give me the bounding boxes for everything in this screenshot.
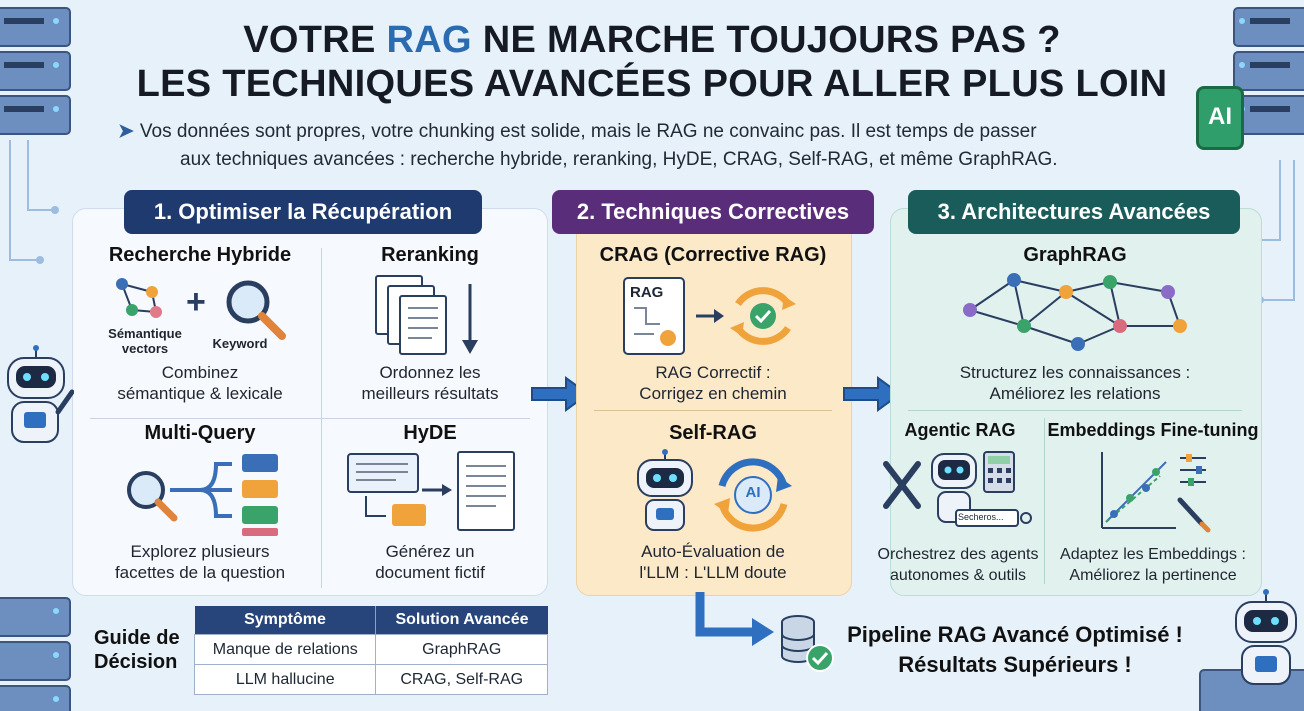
guide-label-line1: Guide de bbox=[94, 627, 180, 649]
finetuning-desc-line1: Adaptez les Embeddings : bbox=[1060, 546, 1246, 563]
crag-doc-label: RAG bbox=[630, 284, 664, 301]
section3-panel bbox=[890, 208, 1262, 596]
hyde-title: HyDE bbox=[403, 422, 457, 444]
hybrid-desc-line1: Combinez bbox=[161, 363, 239, 382]
self-rag-desc-line2: l'LLM : L'LLM doute bbox=[639, 563, 787, 582]
graphrag-desc-line2: Améliorez les relations bbox=[989, 384, 1161, 403]
corrective-rag-icon bbox=[623, 277, 796, 355]
reranking-desc-line2: meilleurs résultats bbox=[361, 384, 499, 403]
plus-icon: + bbox=[186, 283, 206, 321]
knowledge-graph-icon bbox=[963, 273, 1187, 351]
finetuning-desc-line2: Améliorez la pertinence bbox=[1069, 567, 1237, 584]
crag-desc-line2: Corrigez en chemin bbox=[639, 384, 787, 403]
page-subtitle: LES TECHNIQUES AVANCÉES POUR ALLER PLUS … bbox=[136, 63, 1168, 105]
section2-divider-h bbox=[594, 410, 832, 411]
guide-label: Guide de Décision bbox=[94, 626, 180, 674]
finetuning-title: Embeddings Fine-tuning bbox=[1047, 420, 1259, 440]
self-evaluation-loop-icon bbox=[714, 458, 792, 532]
self-rag-desc-line1: Auto-Évaluation de bbox=[641, 542, 785, 561]
table-header: Solution Avancée bbox=[375, 606, 548, 635]
table-row: LLM hallucine CRAG, Self-RAG bbox=[193, 664, 548, 695]
table-cell: Manque de relations bbox=[193, 634, 377, 665]
section1-header: 1. Optimiser la Récupération bbox=[124, 190, 482, 234]
server-rack-icon bbox=[1233, 7, 1304, 135]
semantic-network-icon bbox=[116, 278, 162, 318]
self-rag-title: Self-RAG bbox=[669, 422, 757, 444]
agent-search-text: Secheros... bbox=[958, 512, 1004, 522]
section3-divider-h bbox=[908, 410, 1242, 411]
title-line1-end: NE MARCHE TOUJOURS PAS ? bbox=[471, 19, 1061, 61]
hyde-desc-line2: document fictif bbox=[375, 563, 485, 582]
circuit-lines-left bbox=[9, 140, 59, 264]
guide-label-line2: Décision bbox=[94, 651, 178, 673]
title-highlight: RAG bbox=[386, 19, 472, 61]
crag-desc-line1: RAG Correctif : bbox=[655, 363, 771, 382]
embedding-tuning-icon bbox=[1101, 452, 1211, 533]
graphrag-desc-line1: Structurez les connaissances : bbox=[959, 363, 1191, 382]
query-branch-icon bbox=[127, 454, 278, 536]
table-cell: CRAG, Self-RAG bbox=[375, 664, 548, 695]
hybrid-desc-line2: sémantique & lexicale bbox=[117, 384, 283, 403]
hybrid-search-title: Recherche Hybride bbox=[108, 244, 292, 266]
ai-chip-icon: AI bbox=[1196, 86, 1244, 150]
multi-query-title: Multi-Query bbox=[144, 422, 256, 444]
hypothetical-document-icon bbox=[347, 451, 515, 531]
final-result-line1: Pipeline RAG Avancé Optimisé ! bbox=[847, 622, 1183, 647]
multi-query-desc-line2: facettes de la question bbox=[114, 563, 286, 582]
page-title: VOTRE RAG NE MARCHE TOUJOURS PAS ? bbox=[0, 18, 1304, 62]
flow-arrow-icon bbox=[843, 376, 902, 412]
server-rack-icon bbox=[0, 7, 71, 135]
intro-line1: Vos données sont propres, votre chunking… bbox=[139, 121, 1037, 142]
intro-bullet-icon: ➤ bbox=[118, 121, 134, 142]
decision-table: Symptôme Solution Avancée Manque de rela… bbox=[193, 606, 548, 695]
table-cell: GraphRAG bbox=[375, 634, 548, 665]
vectors-label: vectors bbox=[121, 341, 169, 356]
multi-query-desc-line1: Explorez plusieurs bbox=[130, 542, 270, 561]
self-rag-ai-label: AI bbox=[745, 484, 761, 501]
ai-chip-label: AI bbox=[1208, 103, 1232, 130]
agentic-desc-line1: Orchestrez des agents bbox=[877, 546, 1039, 563]
semantic-label: Sémantique bbox=[108, 326, 182, 341]
section1-divider-h bbox=[90, 418, 530, 419]
table-header: Symptôme bbox=[194, 606, 376, 635]
agent-tools-icon bbox=[883, 451, 1032, 527]
reranking-title: Reranking bbox=[381, 244, 479, 266]
intro-line2: aux techniques avancées : recherche hybr… bbox=[180, 149, 1058, 170]
table-cell: LLM hallucine bbox=[193, 664, 377, 695]
title-line1-start: VOTRE bbox=[243, 19, 387, 61]
agentic-desc-line2: autonomes & outils bbox=[889, 567, 1027, 584]
section2-panel bbox=[576, 208, 852, 596]
keyword-label: Keyword bbox=[212, 336, 268, 351]
hyde-desc-line1: Générez un bbox=[385, 542, 475, 561]
magnifier-icon bbox=[226, 280, 286, 340]
database-check-icon bbox=[781, 615, 834, 672]
robot-mascot-icon bbox=[1235, 589, 1297, 685]
intro-text: ➤Vos données sont propres, votre chunkin… bbox=[118, 118, 1198, 174]
elbow-arrow-icon bbox=[695, 592, 774, 646]
table-header-row: Symptôme Solution Avancée bbox=[194, 606, 548, 635]
robot-icon bbox=[637, 449, 693, 531]
section3-header: 3. Architectures Avancées bbox=[908, 190, 1240, 234]
graphrag-title: GraphRAG bbox=[1023, 244, 1127, 266]
table-row: Manque de relations GraphRAG bbox=[193, 634, 548, 665]
server-rack-icon bbox=[0, 597, 71, 711]
agentic-rag-title: Agentic RAG bbox=[904, 420, 1016, 440]
robot-mascot-icon bbox=[7, 345, 74, 443]
crag-title: CRAG (Corrective RAG) bbox=[599, 244, 827, 266]
final-result-line2: Résultats Supérieurs ! bbox=[898, 652, 1132, 677]
document-stack-icon bbox=[375, 275, 478, 355]
section2-header: 2. Techniques Correctives bbox=[552, 190, 874, 234]
section3-divider-v bbox=[1044, 418, 1045, 584]
reranking-desc-line1: Ordonnez les bbox=[379, 363, 481, 382]
